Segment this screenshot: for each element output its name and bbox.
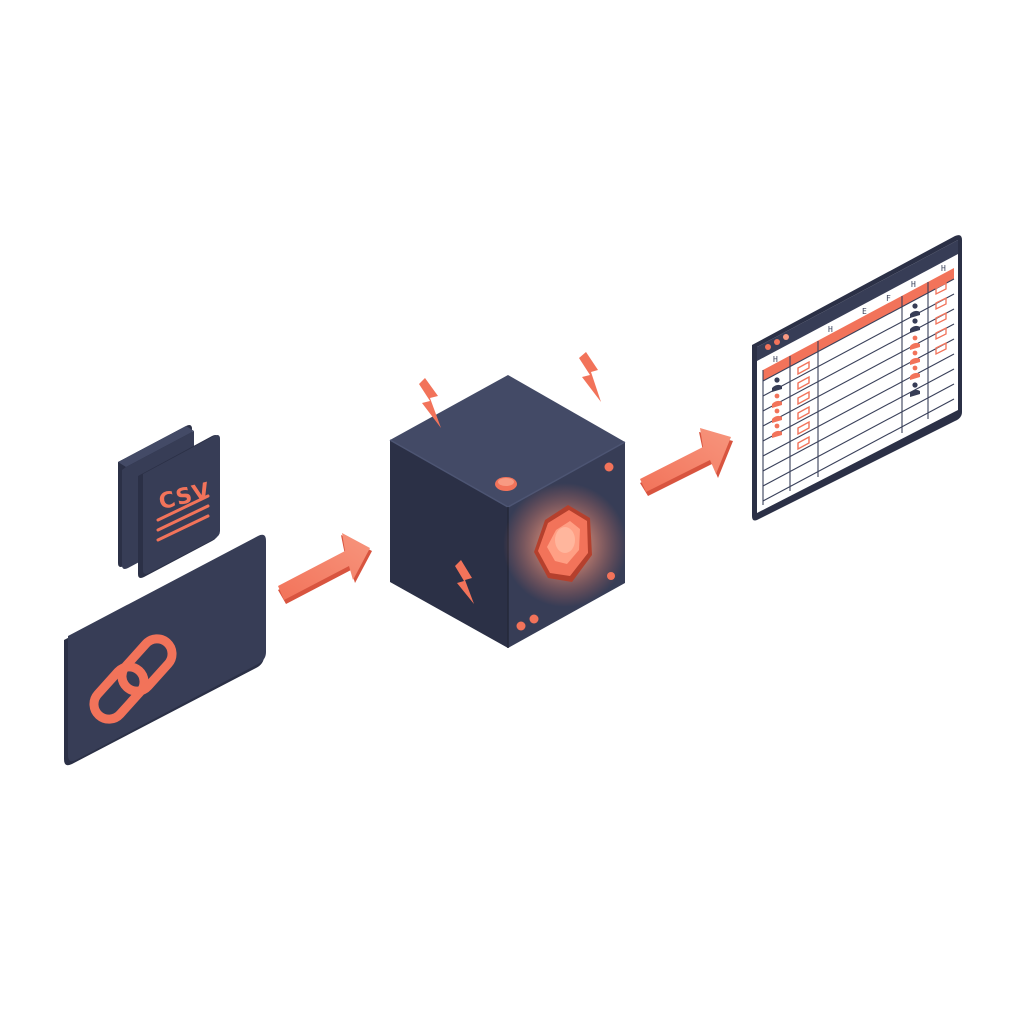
csv-file-icon: CSV: [138, 435, 220, 578]
lightning-bolt-icon: [419, 378, 441, 428]
csv-text-lines: [156, 494, 210, 542]
window-close-dot: [765, 344, 771, 350]
header-mark: H: [773, 355, 778, 364]
spreadsheet-grid: [762, 278, 955, 505]
window-minimize-dot: [774, 339, 780, 345]
column-header-marks: H H E F H H: [773, 264, 946, 364]
user-icon: [910, 303, 920, 397]
user-icon: [772, 377, 782, 392]
header-mark: H: [941, 264, 946, 273]
status-light: [529, 614, 539, 624]
arrow-right-icon: [278, 533, 372, 604]
lightning-bolt-icon: [455, 560, 474, 604]
spreadsheet-window-icon: H H E F H H: [752, 235, 962, 521]
status-light: [604, 462, 614, 472]
status-light: [516, 621, 526, 631]
user-icon: [772, 393, 782, 438]
link-icon: [89, 634, 177, 724]
link-card: [64, 534, 266, 766]
arrow-right-icon: [640, 428, 733, 496]
header-mark: E: [862, 307, 867, 316]
processing-cube-icon: [389, 375, 627, 648]
lightning-bolt-icon: [579, 352, 601, 402]
csv-document-stack: CSV: [118, 425, 220, 578]
status-light: [607, 572, 615, 580]
row-badges: [935, 281, 947, 356]
user-icon: [910, 335, 920, 380]
header-mark: H: [911, 280, 916, 289]
glowing-core: [503, 483, 627, 607]
header-mark: F: [886, 294, 891, 303]
header-mark: H: [828, 325, 833, 334]
row-badges: [797, 360, 810, 451]
window-maximize-dot: [783, 334, 789, 340]
